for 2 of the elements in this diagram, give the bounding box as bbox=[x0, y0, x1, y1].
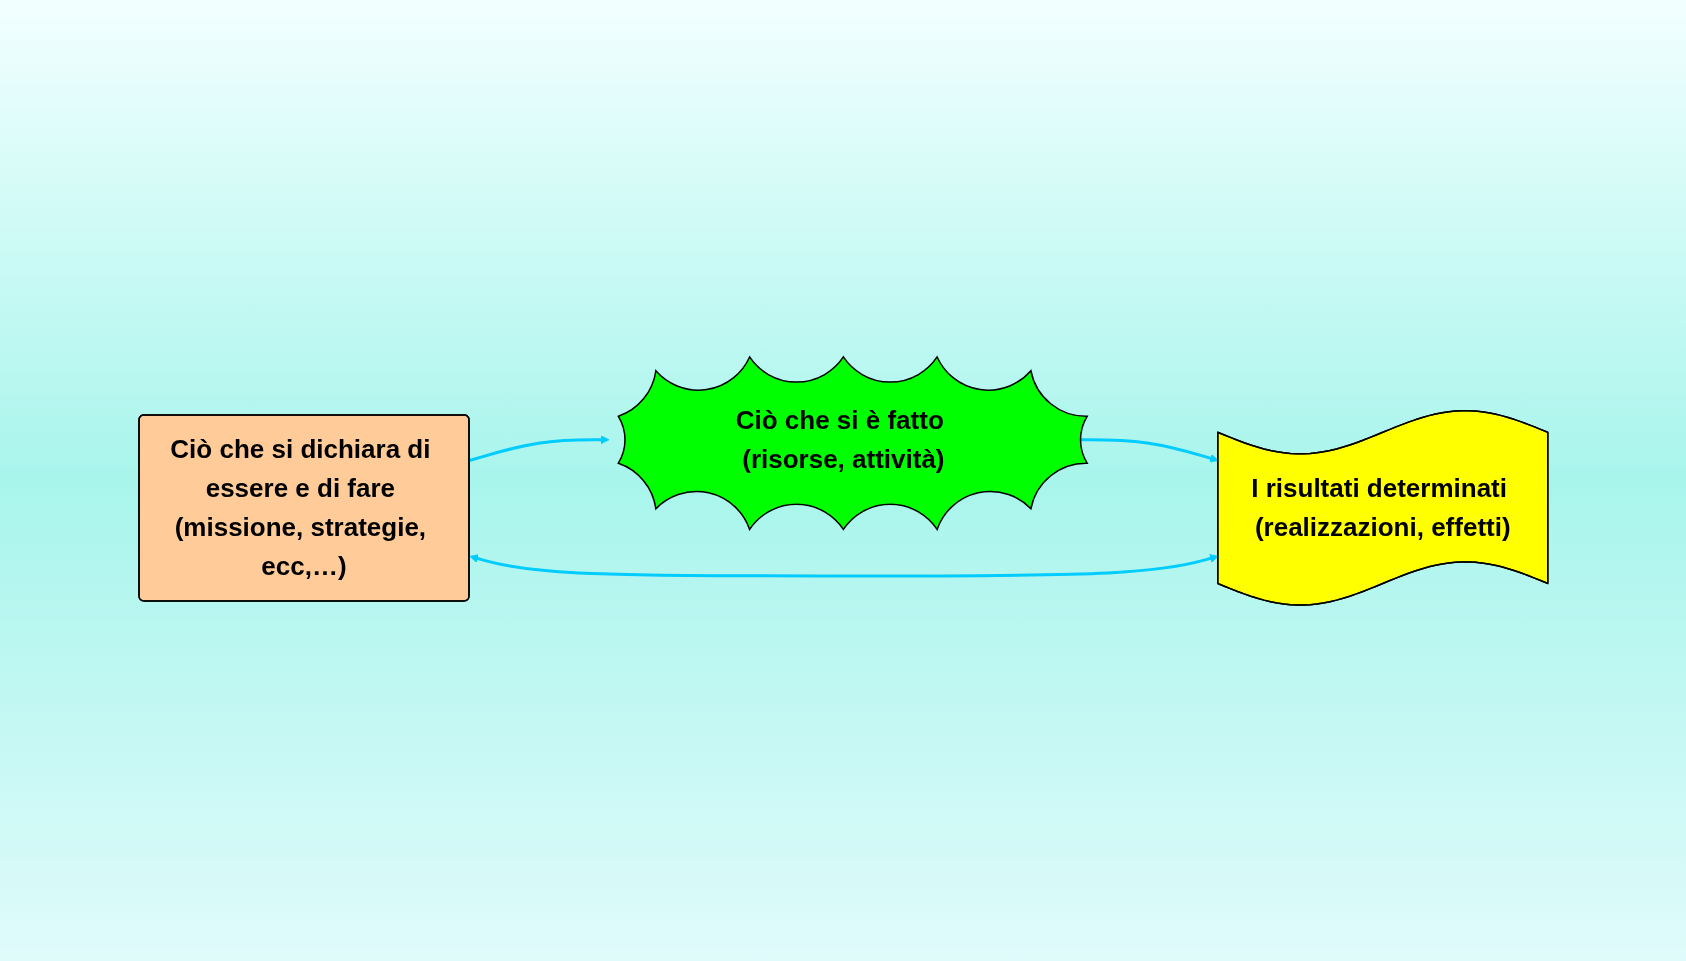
arrow bbox=[468, 434, 610, 462]
arrow bbox=[469, 553, 1219, 577]
